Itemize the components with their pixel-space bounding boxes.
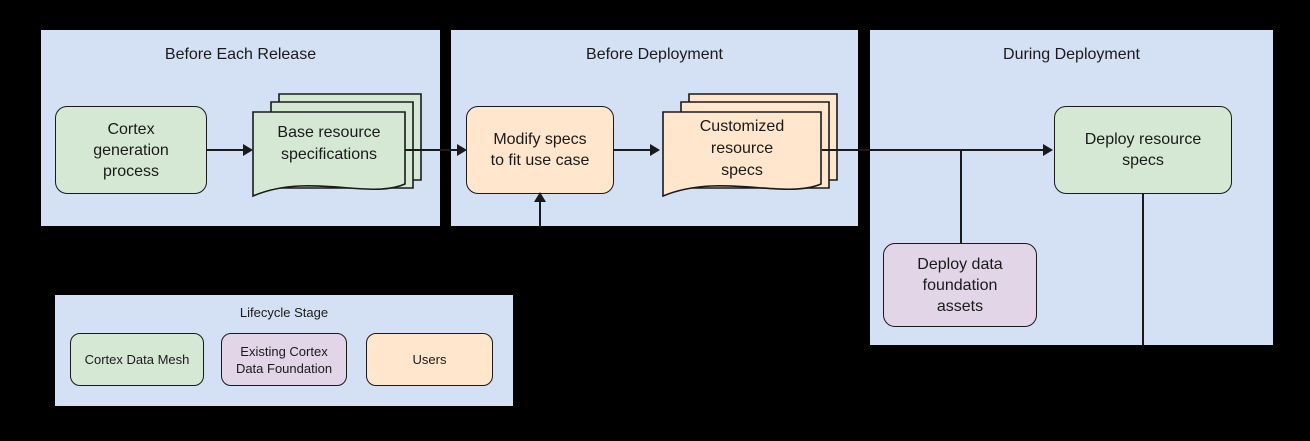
connector-customizedspecs-to-deployspecs [822,149,1049,151]
node-line: Deploy resource [1084,131,1202,148]
node-base-resource-specifications[interactable]: Base resource specifications [249,88,424,206]
arrowhead-into-modifyspecs [534,192,546,202]
arrowhead-to-basespecs [243,144,253,156]
connector-basespecs-to-modifyspecs [405,149,460,151]
legend-item-label: Data Foundation [235,360,333,376]
node-line: specifications [280,146,378,163]
node-label: Base resource specifications [253,118,405,170]
node-line: Deploy data [917,255,1003,273]
panel-title-before-each-release: Before Each Release [164,46,317,63]
node-line: Cortex [107,120,155,138]
connector-users-to-modifyspecs [539,200,541,228]
arrowhead-to-deployspecs [1043,144,1053,156]
node-customized-resource-specs[interactable]: Customized resource specs [659,88,841,206]
document-stack-shape [252,93,422,198]
connector-cortexgen-to-basespecs [207,149,245,151]
node-modify-specs-to-fit-use-case[interactable]: Modify specs to fit use case [466,106,614,194]
panel-title-before-deployment: Before Deployment [586,46,723,63]
node-line: generation [93,141,169,159]
node-line: process [102,162,160,180]
node-label: Customized resource specs [663,116,821,182]
node-line: Customized [699,118,785,135]
connector-modifyspecs-to-customizedspecs [614,149,652,151]
node-line: to fit use case [490,152,590,169]
node-deploy-resource-specs[interactable]: Deploy resource specs [1054,106,1232,194]
legend-item-label: Users [412,352,447,367]
node-line: Modify specs [493,131,587,148]
node-deploy-data-foundation-assets[interactable]: Deploy data foundation assets [883,243,1037,327]
legend-item-label: Cortex Data Mesh [84,352,190,367]
legend-item-cortex-data-mesh[interactable]: Cortex Data Mesh [70,333,204,386]
arrowhead-to-customizedspecs [650,144,660,156]
node-line: Base resource [277,124,381,141]
arrowhead-to-modifyspecs [457,144,467,156]
legend-title: Lifecycle Stage [239,305,329,320]
connector-deployspecs-downward [1142,194,1144,345]
node-line: assets [936,297,984,315]
document-stack-shape [662,93,838,198]
panel-title-during-deployment: During Deployment [1003,46,1140,63]
node-line: resource [710,140,774,157]
node-line: foundation [922,276,998,294]
legend-item-label: Existing Cortex [240,343,328,359]
connector-datafoundation-to-mainflow [960,149,962,244]
node-line: specs [1122,152,1164,169]
legend-item-users[interactable]: Users [366,333,493,386]
legend-item-existing-cortex-data-foundation[interactable]: Existing Cortex Data Foundation [221,333,347,386]
node-line: specs [721,162,763,179]
node-cortex-generation-process[interactable]: Cortex generation process [55,106,207,194]
